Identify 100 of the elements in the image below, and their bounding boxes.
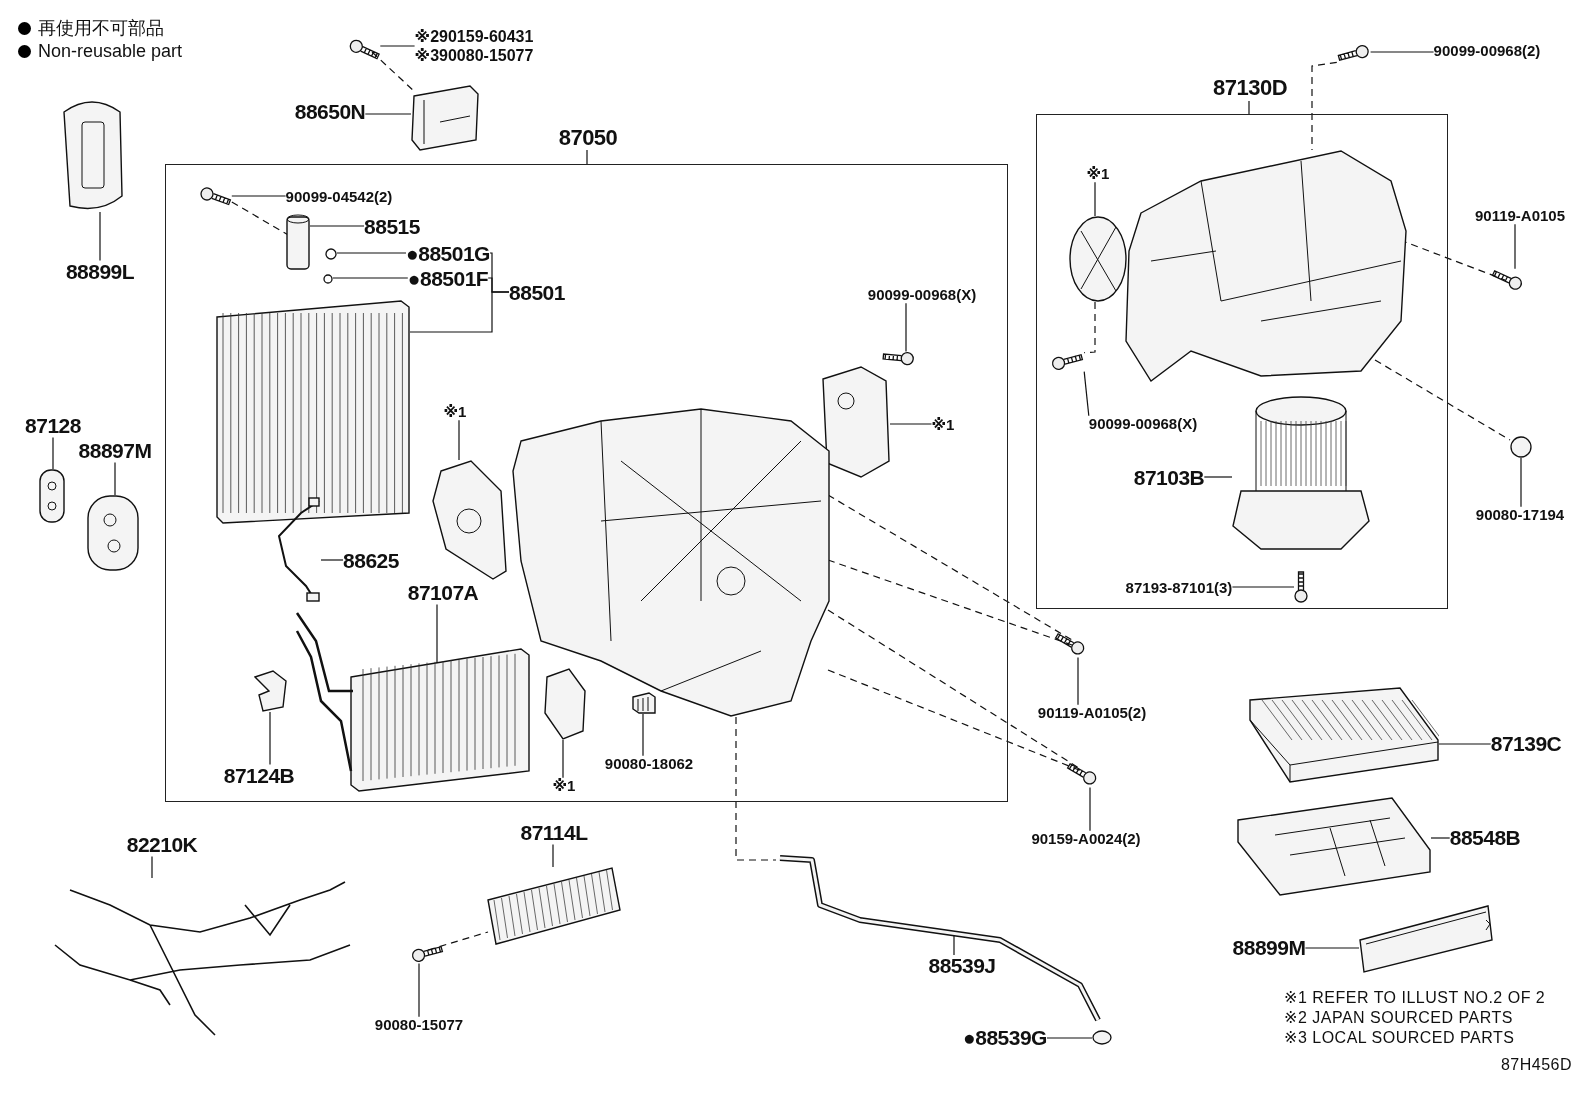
legend-text: 再使用不可部品: [38, 17, 164, 40]
part-number: 90119-A0105: [1474, 207, 1566, 225]
duct-drawing: [487, 867, 621, 945]
leader-line: [1077, 656, 1079, 706]
dashed-assembly-line: [1374, 359, 1511, 441]
part-number: 88650N: [294, 100, 366, 124]
leader-line: [1438, 743, 1492, 745]
dashed-assembly-line: [1083, 301, 1096, 354]
part-number: 87107A: [407, 581, 479, 605]
servo-motor-drawing: [822, 366, 890, 478]
dashed-assembly-line: [735, 716, 777, 861]
part-number: 90080-18062: [604, 755, 694, 773]
servo-motor-drawing: [544, 668, 586, 740]
leader-line: [309, 225, 365, 227]
leader-line: [379, 45, 416, 47]
leader-line: [1304, 947, 1360, 949]
bolt-drawing: [1490, 268, 1525, 293]
filter-case-drawing: [1237, 797, 1431, 896]
leader-line: [1094, 181, 1096, 217]
part-number: 88515: [364, 215, 420, 239]
part-number: 90099-04542(2): [285, 188, 393, 206]
bracket-drawing: [411, 85, 479, 151]
bolt-drawing: [881, 351, 915, 367]
leader-line: [1370, 51, 1435, 53]
clip-drawing: [1092, 1030, 1112, 1045]
bolt-drawing: [1294, 571, 1308, 603]
air-filter-drawing: [1249, 687, 1439, 783]
leader-line: [1046, 1037, 1093, 1039]
part-number: 87124B: [223, 764, 295, 788]
leader-line: [889, 423, 933, 425]
bolt-drawing: [1050, 352, 1085, 372]
part-number: 87103B: [1133, 466, 1205, 490]
part-number: 90099-00968(2): [1433, 42, 1541, 60]
servo-motor-drawing: [1069, 216, 1127, 302]
blower-motor-drawing: [1232, 396, 1371, 550]
leader-line: [487, 277, 510, 293]
footnote: ※1 REFER TO ILLUST NO.2 OF 2: [1284, 988, 1546, 1007]
part-number: 88897M: [78, 439, 152, 463]
filter-cover-drawing: [1359, 905, 1493, 973]
o-ring-drawing: [323, 274, 333, 284]
resistor-drawing: [632, 692, 656, 714]
part-number: 87130D: [1212, 75, 1288, 101]
leader-line: [905, 302, 907, 352]
wire-harness-drawing: [54, 878, 351, 1038]
part-number: 88899M: [1232, 936, 1306, 960]
part-number: 90080-15077: [374, 1016, 464, 1034]
part-number: ●88501G: [406, 242, 490, 266]
part-number: 90119-A0105(2): [1037, 704, 1147, 722]
o-ring-drawing: [325, 248, 337, 260]
part-number: 87050: [558, 125, 618, 151]
part-number: 90099-00968(X): [867, 286, 977, 304]
leader-line: [269, 711, 271, 766]
bolt-drawing: [198, 185, 232, 207]
leader-line: [562, 739, 564, 779]
grommet-drawing: [87, 495, 139, 571]
part-number: 87114L: [520, 821, 588, 845]
evaporator-drawing: [216, 300, 410, 524]
leader-line: [52, 436, 54, 470]
clip-drawing: [254, 670, 287, 712]
leader-line: [1089, 786, 1091, 832]
part-number: 90159-A0024(2): [1031, 830, 1141, 848]
part-number: 88899L: [65, 260, 135, 284]
leader-line: [1514, 223, 1516, 270]
part-number: 87139C: [1490, 732, 1562, 756]
nut-drawing: [1510, 436, 1532, 458]
footnote: ※2 JAPAN SOURCED PARTS: [1284, 1008, 1513, 1027]
part-number: 88501: [509, 281, 565, 305]
leader-line: [114, 461, 116, 496]
leader-line: [364, 113, 412, 115]
leader-line: [336, 252, 407, 254]
leader-line: [1520, 457, 1522, 508]
leader-line: [320, 559, 344, 561]
bolt-drawing: [1336, 43, 1371, 63]
air-conditioner-unit-drawing: [512, 408, 831, 717]
leader-line: [458, 419, 460, 461]
drawing-code: 87H456D: [1500, 1056, 1572, 1074]
legend-text: Non-reusable part: [38, 41, 183, 62]
leader-line: [418, 963, 420, 1018]
leader-line: [332, 277, 409, 279]
footnote: ※3 LOCAL SOURCED PARTS: [1284, 1028, 1515, 1047]
part-number: 90099-00968(X): [1088, 415, 1198, 433]
part-number: 88539J: [928, 954, 996, 978]
part-number: 87128: [25, 414, 81, 438]
leader-line: [1083, 371, 1090, 417]
part-number: ※1: [931, 416, 955, 434]
leader-line: [642, 713, 644, 757]
leader-line: [1430, 837, 1451, 839]
part-number: 88548B: [1449, 826, 1521, 850]
blower-housing-drawing: [1125, 150, 1407, 382]
leader-line: [151, 855, 153, 879]
part-number: 88625: [343, 549, 399, 573]
expansion-valve-drawing: [286, 214, 310, 270]
leader-line: [1203, 476, 1233, 478]
part-number: 87193-87101(3): [1125, 579, 1233, 597]
part-number: 90080-17194: [1475, 506, 1565, 524]
part-number: ※1: [443, 403, 467, 421]
part-number: ※290159-60431: [414, 26, 534, 46]
part-number: ※1: [552, 777, 576, 795]
part-number: ※390080-15077: [414, 46, 534, 66]
leader-line: [99, 211, 101, 262]
